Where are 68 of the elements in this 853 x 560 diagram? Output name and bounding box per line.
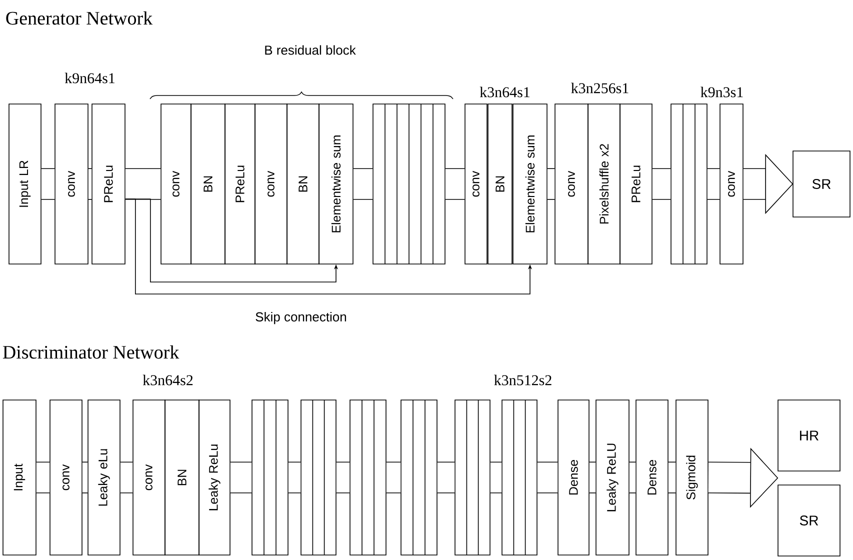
layer-parameters: k9n64s1 <box>64 72 115 84</box>
layer-box: conv <box>720 104 744 264</box>
layer-box: Sigmoid <box>676 400 708 556</box>
layer-box: conv <box>464 104 488 264</box>
connector <box>490 462 502 494</box>
layer-parameters: k3n256s1 <box>571 82 628 94</box>
layer-box: PReLu <box>224 104 256 264</box>
connector <box>336 462 350 494</box>
layer-box: BN <box>164 400 200 556</box>
repeated-block <box>400 400 438 556</box>
output-box: SR <box>778 484 840 556</box>
repeated-block <box>350 400 386 556</box>
connector <box>445 168 465 200</box>
layer-box: Dense <box>636 400 668 556</box>
layer-box: BN <box>488 104 512 264</box>
layer-box: Leaky eLu <box>88 400 120 556</box>
connector <box>82 462 88 494</box>
group-label: B residual block <box>265 45 356 55</box>
layer-box: Elementwise sum <box>318 104 354 264</box>
layer-box: Leaky ReLu <box>198 400 230 556</box>
connector <box>537 462 558 494</box>
connector <box>120 462 133 494</box>
layer-parameters: k3n64s1 <box>480 86 530 98</box>
connector <box>386 462 401 494</box>
connector <box>36 462 50 494</box>
output-box: HR <box>778 400 840 472</box>
connector <box>88 168 92 200</box>
repeated-block <box>670 104 708 264</box>
layer-box: conv <box>554 104 588 264</box>
connector <box>288 462 301 494</box>
repeated-block <box>252 400 288 556</box>
layer-box: Leaky ReLU <box>596 400 630 556</box>
repeated-block <box>454 400 490 556</box>
layer-box: conv <box>50 400 82 556</box>
layer-box: Pixelshuffle x2 <box>588 104 620 264</box>
connector <box>668 462 676 494</box>
layer-box: Elementwise sum <box>512 104 548 264</box>
section-title: Generator Network <box>6 11 153 25</box>
layer-parameters: k3n512s2 <box>494 374 552 386</box>
layer-box: conv <box>254 104 288 264</box>
connector <box>707 168 720 200</box>
edge-label: Skip connection <box>254 310 348 326</box>
layer-box: Dense <box>558 400 590 556</box>
layer-box: conv <box>160 104 192 264</box>
layer-box: PReLu <box>620 104 652 264</box>
layer-box: Input <box>2 400 36 556</box>
repeated-block <box>502 400 538 556</box>
layer-box: conv <box>132 400 166 556</box>
layer-box: PReLu <box>92 104 126 264</box>
repeated-block <box>372 104 446 264</box>
connector <box>589 462 596 494</box>
section-title: Discriminator Network <box>2 345 180 359</box>
output-box: SR <box>792 150 850 218</box>
layer-parameters: k3n64s2 <box>142 374 193 386</box>
repeated-block <box>300 400 336 556</box>
connector <box>41 168 55 200</box>
connector <box>652 168 671 200</box>
connector <box>437 462 455 494</box>
connector <box>230 462 252 494</box>
layer-box: BN <box>286 104 320 264</box>
layer-box: Input LR <box>8 104 42 264</box>
connector <box>125 168 161 200</box>
layer-box: BN <box>190 104 226 264</box>
layer-box: conv <box>54 104 88 264</box>
connector <box>629 462 636 494</box>
layer-parameters: k9n3s1 <box>700 86 743 98</box>
connector <box>353 168 373 200</box>
connector <box>547 168 555 200</box>
